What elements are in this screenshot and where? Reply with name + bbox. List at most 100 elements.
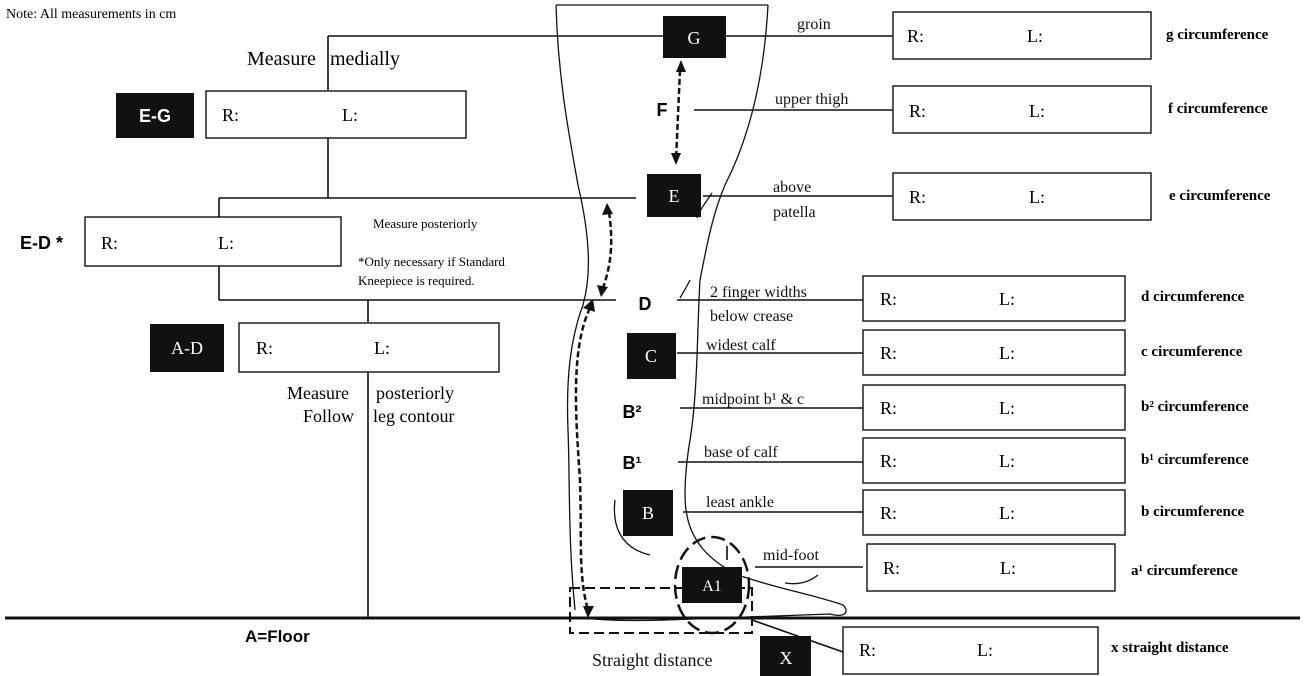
svg-text:L:: L: [999, 398, 1015, 418]
point-a1: A1 [682, 567, 742, 603]
svg-text:R:: R: [907, 26, 924, 46]
svg-text:R:: R: [909, 187, 926, 207]
straight-distance-box [569, 587, 753, 634]
eg-left-label: L: [342, 105, 358, 125]
f-circumference-label: f circumference [1168, 101, 1268, 117]
ed-measurement-field[interactable] [84, 216, 342, 267]
upper-thigh-label: upper thigh [775, 91, 848, 108]
landmark-labels: groin upper thigh above patella 2 finger… [592, 16, 848, 670]
point-f: F [657, 100, 668, 120]
eg-label-box [116, 93, 194, 138]
ad-label: A-D [171, 338, 203, 358]
x-distance-row: R: L: x straight distance [842, 626, 1229, 675]
measurement-arrows [574, 69, 682, 611]
eg-label: E-G [139, 106, 171, 126]
point-b: B [623, 490, 673, 536]
ed-note-1: *Only necessary if Standard [358, 254, 505, 269]
ed-note-2: Kneepiece is required. [358, 273, 475, 288]
finger-widths-label: 2 finger widths [710, 284, 807, 301]
d-circumference-row: R: L: d circumference [862, 275, 1244, 322]
below-crease-label: below crease [710, 308, 793, 325]
f-measurement-field[interactable] [892, 85, 1152, 134]
eg-instruction-2: medially [330, 48, 400, 70]
b2-circumference-label: b² circumference [1141, 399, 1249, 415]
svg-text:B: B [642, 503, 654, 523]
mid-foot-label: mid-foot [763, 547, 820, 564]
widest-calf-label: widest calf [706, 337, 776, 354]
svg-text:L:: L: [977, 640, 993, 660]
point-b2: B² [623, 402, 642, 422]
x-measurement-field[interactable] [842, 626, 1099, 675]
g-circumference-row: R: L: g circumference [892, 11, 1269, 60]
e-circumference-row: R: L: e circumference [892, 172, 1271, 221]
d-circumference-label: d circumference [1141, 289, 1244, 305]
point-b1: B¹ [623, 453, 642, 473]
eg-instruction-1: Measure [247, 48, 316, 70]
g-measurement-field[interactable] [892, 11, 1152, 60]
svg-text:C: C [645, 346, 657, 366]
b1-measurement-field[interactable] [862, 437, 1126, 484]
b2-circumference-row: R: L: b² circumference [862, 384, 1249, 431]
b2-measurement-field[interactable] [862, 384, 1126, 431]
ad-measurement-field[interactable] [238, 322, 500, 373]
c-measurement-field[interactable] [862, 329, 1126, 376]
ad-instruction-1a: Measure [287, 383, 349, 403]
b-measurement-field[interactable] [862, 489, 1126, 536]
svg-text:R:: R: [880, 398, 897, 418]
b-circumference-row: R: L: b circumference [862, 489, 1244, 536]
point-c: C [627, 333, 676, 379]
ad-left-label: L: [374, 338, 390, 358]
svg-text:L:: L: [1029, 187, 1045, 207]
base-of-calf-label: base of calf [704, 444, 778, 461]
svg-text:L:: L: [1027, 26, 1043, 46]
ed-right-label: R: [101, 233, 118, 253]
ad-label-box [150, 324, 224, 372]
svg-text:R:: R: [880, 451, 897, 471]
b1-circumference-row: R: L: b¹ circumference [862, 437, 1249, 484]
patella-label: patella [773, 204, 816, 221]
f-distance-arrow [674, 69, 682, 161]
point-g: G [663, 16, 726, 58]
svg-text:X: X [780, 648, 793, 668]
ed-instruction: Measure posteriorly [373, 216, 478, 231]
point-d: D [639, 294, 652, 314]
ad-right-label: R: [256, 338, 273, 358]
above-label: above [773, 179, 811, 196]
ad-instruction-2a: Follow [303, 406, 354, 426]
connector-lines [218, 35, 893, 653]
b1-circumference-label: b¹ circumference [1141, 452, 1249, 468]
e-measurement-field[interactable] [892, 172, 1152, 221]
ed-label: E-D * [20, 233, 63, 253]
floor-label: A=Floor [245, 627, 310, 646]
point-x: X [760, 636, 811, 676]
svg-text:L:: L: [999, 289, 1015, 309]
svg-text:R:: R: [859, 640, 876, 660]
point-markers: G E C B A1 X F D B² B¹ [623, 16, 811, 676]
a1-measurement-field[interactable] [866, 543, 1116, 592]
d-measurement-field[interactable] [862, 275, 1126, 322]
a1-circumference-label: a¹ circumference [1131, 563, 1238, 579]
e-d-arrow [601, 211, 613, 289]
svg-text:L:: L: [999, 451, 1015, 471]
a1-circumference-row: R: L: a¹ circumference [866, 543, 1238, 592]
svg-text:R:: R: [880, 343, 897, 363]
svg-text:L:: L: [999, 503, 1015, 523]
ad-instruction-2b: leg contour [373, 406, 454, 426]
eg-measurement-field[interactable] [205, 90, 467, 139]
g-circumference-label: g circumference [1166, 27, 1269, 43]
svg-text:L:: L: [1000, 558, 1016, 578]
point-e: E [647, 174, 701, 217]
svg-text:L:: L: [1029, 101, 1045, 121]
least-ankle-label: least ankle [706, 494, 774, 511]
eg-right-label: R: [222, 105, 239, 125]
groin-label: groin [797, 16, 831, 33]
length-measurements: Measure medially E-G R: L: E-D * R: L: M… [20, 48, 505, 426]
midpoint-label: midpoint b¹ & c [702, 391, 804, 408]
c-circumference-label: c circumference [1141, 344, 1243, 360]
svg-text:A1: A1 [702, 578, 722, 595]
svg-text:R:: R: [880, 503, 897, 523]
svg-text:G: G [688, 28, 701, 48]
ed-left-label: L: [218, 233, 234, 253]
arrow-heads [583, 60, 686, 618]
